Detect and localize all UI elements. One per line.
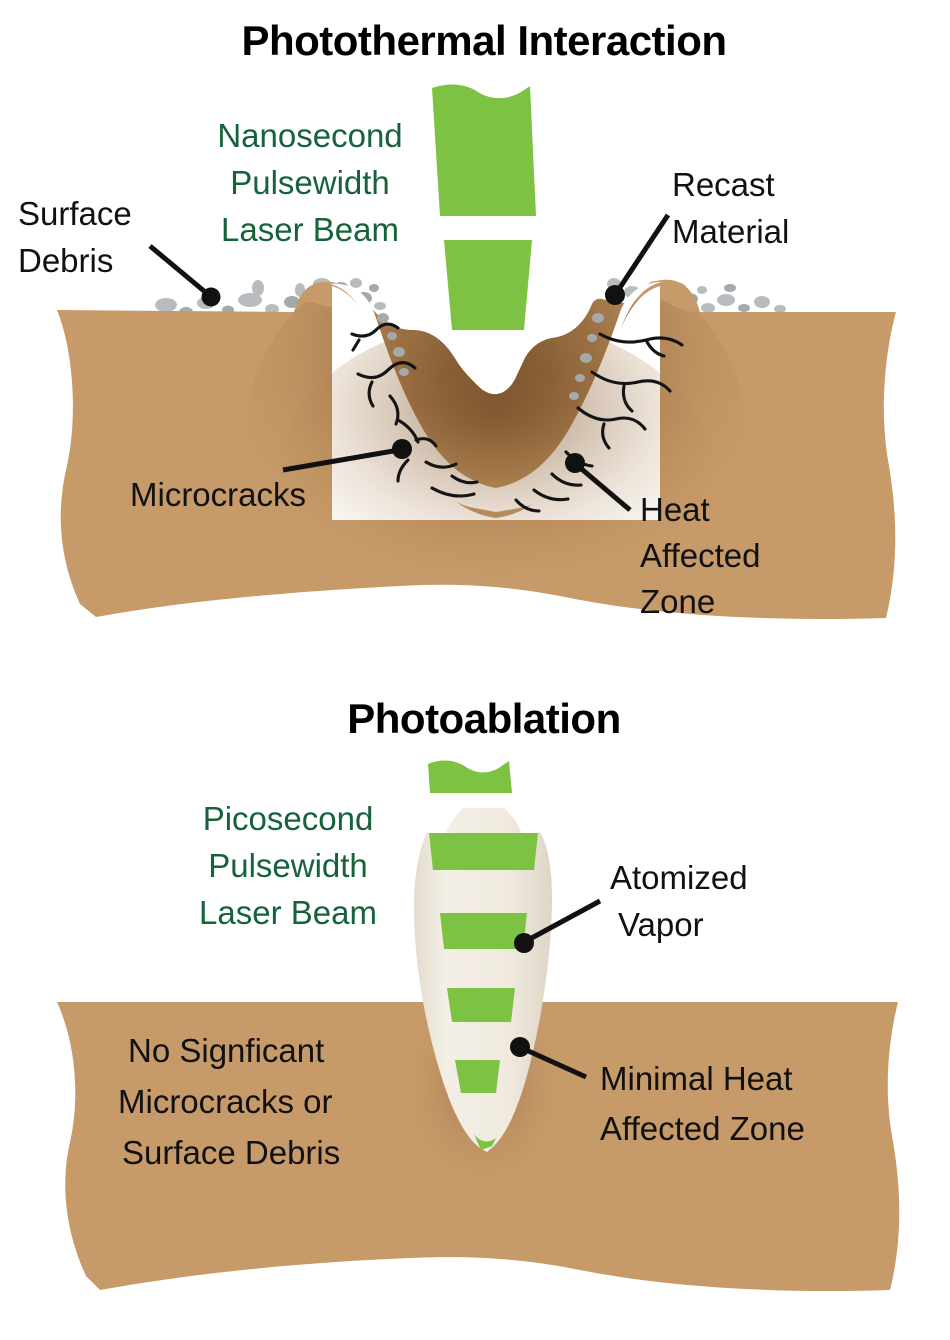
microcracks-leader-line <box>282 447 400 473</box>
panel-photothermal: Photothermal Interaction <box>18 17 896 620</box>
atomized-vapor-label-line-1: Atomized <box>610 859 748 896</box>
recast-material-label-line-1: Recast <box>672 166 775 203</box>
laser-pulse-segment-1 <box>432 84 536 216</box>
beam-label-pico-line-1: Picosecond <box>203 800 374 837</box>
beam-label-line-2: Pulsewidth <box>230 164 390 201</box>
panel-photoablation: Photoablation <box>57 695 900 1292</box>
minimal-haz-label-line-1: Minimal Heat <box>600 1060 793 1097</box>
pulse-segment-4 <box>455 1060 500 1093</box>
no-damage-label-line-3: Surface Debris <box>122 1134 340 1171</box>
atomized-vapor-label-line-2: Vapor <box>618 906 704 943</box>
microcracks-left <box>350 322 479 498</box>
haz-feather <box>281 320 711 620</box>
microcracks-right <box>514 332 684 513</box>
pulse-segment-1 <box>429 833 538 870</box>
minimal-haz-leader-line <box>522 1046 588 1080</box>
callout-no-significant-damage: No Signficant Microcracks or Surface Deb… <box>118 1032 340 1171</box>
haz-label-line-2: Affected <box>640 537 760 574</box>
no-damage-label-line-1: No Signficant <box>128 1032 324 1069</box>
picosecond-pulse-detached <box>428 760 512 793</box>
callout-recast-material: Recast Material <box>605 166 789 305</box>
callout-surface-debris: Surface Debris <box>18 195 221 307</box>
beam-label-pico-line-3: Laser Beam <box>199 894 377 931</box>
minimal-haz-leader-dot <box>510 1037 530 1057</box>
pulse-segment-tip <box>474 1134 496 1150</box>
pulse-segment-3 <box>447 988 515 1022</box>
no-damage-label-line-2: Microcracks or <box>118 1083 333 1120</box>
callout-picosecond-beam: Picosecond Pulsewidth Laser Beam <box>199 800 377 931</box>
recast-material-label-line-2: Material <box>672 213 789 250</box>
haz-leader-dot <box>565 453 585 473</box>
panel-title-photothermal: Photothermal Interaction <box>241 17 726 64</box>
surface-debris-label-line-2: Debris <box>18 242 113 279</box>
callout-nanosecond-beam: Nanosecond Pulsewidth Laser Beam <box>217 117 402 248</box>
haz-leader-line <box>576 464 632 512</box>
surface-debris-label-line-1: Surface <box>18 195 132 232</box>
beam-label-line-1: Nanosecond <box>217 117 402 154</box>
surface-debris-leader-dot <box>201 287 221 307</box>
atomized-vapor-plume <box>414 808 552 1152</box>
callout-microcracks: Microcracks <box>130 439 412 513</box>
crater-rim-debris <box>377 313 604 400</box>
laser-pulse-segment-2 <box>444 240 532 330</box>
recast-material-leader-dot <box>605 285 625 305</box>
callout-minimal-heat-affected-zone: Minimal Heat Affected Zone <box>510 1037 805 1147</box>
haz-label-line-1: Heat <box>640 491 710 528</box>
haz-label-line-3: Zone <box>640 583 715 620</box>
atomized-vapor-leader-line <box>526 898 602 943</box>
microcracks-label: Microcracks <box>130 476 306 513</box>
atomized-vapor-leader-dot <box>514 933 534 953</box>
beam-label-pico-line-2: Pulsewidth <box>208 847 368 884</box>
beam-label-line-3: Laser Beam <box>221 211 399 248</box>
recast-material-leader-line <box>614 213 671 294</box>
panel-title-photoablation: Photoablation <box>347 695 620 742</box>
callout-atomized-vapor: Atomized Vapor <box>514 859 748 953</box>
picosecond-pulse-segments <box>429 833 538 1150</box>
minimal-haz-label-line-2: Affected Zone <box>600 1110 805 1147</box>
workpiece-material-top <box>57 279 896 620</box>
pulse-segment-2 <box>440 913 527 949</box>
microcracks-leader-dot <box>392 439 412 459</box>
callout-heat-affected-zone: Heat Affected Zone <box>565 453 760 620</box>
surface-debris-leader-line <box>148 244 212 298</box>
